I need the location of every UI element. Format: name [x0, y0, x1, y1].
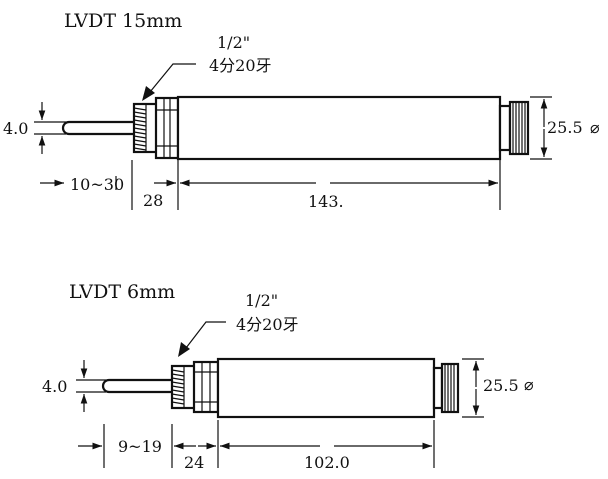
drawing-lvdt-6mm: LVDT 6mm 1/2" 4分20牙 — [42, 281, 534, 472]
probe-rod — [61, 120, 134, 136]
connector — [432, 362, 460, 414]
probe-diameter-value: 4.0 — [3, 119, 28, 138]
body-diameter-value: 25.5 — [483, 376, 519, 395]
body-length-value: 102.0 — [304, 453, 350, 472]
lvdt-body — [216, 357, 436, 419]
thread-leader-line — [149, 63, 196, 93]
threaded-section — [132, 96, 180, 160]
threaded-section — [170, 360, 220, 414]
probe-diameter-dimension: 4.0 — [42, 360, 106, 412]
thread-leader-arrow — [178, 342, 190, 357]
drawing-title: LVDT 15mm — [64, 10, 182, 32]
length-dimensions: 9~19 24 102.0 — [78, 420, 435, 472]
stroke-range-value: 10~30 — [70, 175, 124, 194]
lvdt-body — [176, 95, 502, 161]
thread-pitch-label: 4分20牙 — [209, 56, 272, 75]
connector — [498, 100, 530, 156]
drawing-title: LVDT 6mm — [69, 281, 175, 303]
thread-length-value: 28 — [143, 191, 163, 210]
probe-diameter-dimension: 4.0 — [3, 102, 66, 154]
length-dimensions: 10~30 28 143. — [40, 160, 501, 211]
body-length-value: 143. — [308, 192, 344, 211]
probe-rod — [101, 378, 172, 394]
diameter-symbol: ⌀ — [590, 118, 600, 137]
diameter-symbol: ⌀ — [524, 375, 534, 394]
thread-length-value: 24 — [184, 453, 204, 472]
drawing-lvdt-15mm: LVDT 15mm 1/2" 4分20牙 — [3, 10, 600, 211]
thread-leader-line — [185, 321, 226, 349]
probe-diameter-value: 4.0 — [42, 377, 67, 396]
body-diameter-dimension: 25.5 ⌀ — [462, 358, 534, 418]
body-diameter-dimension: 25.5 ⌀ — [530, 96, 600, 160]
thread-size-label: 1/2" — [217, 33, 250, 52]
thread-size-label: 1/2" — [245, 291, 278, 310]
thread-pitch-label: 4分20牙 — [236, 315, 299, 334]
body-diameter-value: 25.5 — [547, 118, 583, 137]
thread-leader-arrow — [142, 86, 155, 101]
stroke-range-value: 9~19 — [118, 437, 162, 456]
